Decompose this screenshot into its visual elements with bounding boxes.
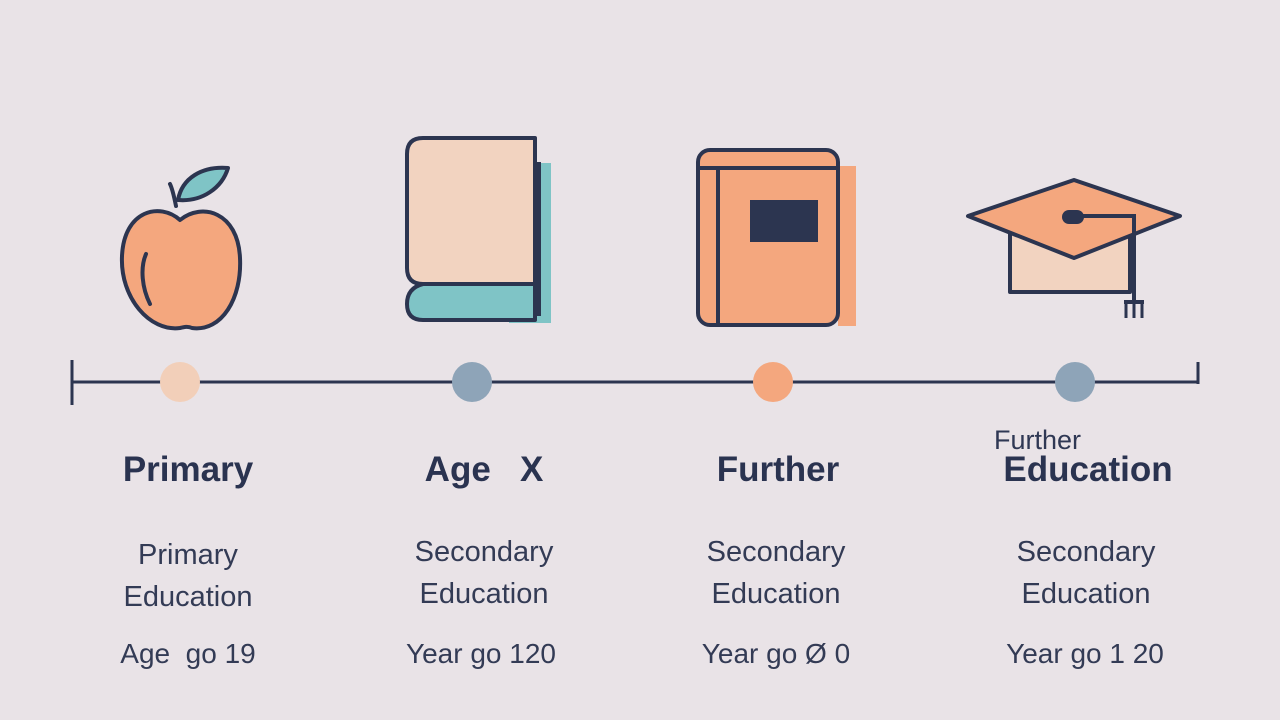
milestone-heading: Primary: [122, 450, 254, 489]
milestone-dot-education: [1055, 362, 1095, 402]
milestone-description: Primary Education: [58, 534, 318, 618]
description-line: Education: [1021, 578, 1151, 610]
milestone-year: Year go 1 20: [1006, 638, 1164, 669]
graduation-cap-icon: [966, 178, 1182, 318]
milestone-dot-secondary: [452, 362, 492, 402]
milestone-heading: Education: [1003, 450, 1173, 489]
milestone-year: Age go 19: [120, 638, 256, 669]
title-fragment: ’: [590, 0, 610, 6]
description-line: Primary: [138, 539, 238, 571]
milestone-heading: Further: [716, 450, 840, 489]
description-line: Education: [419, 578, 549, 610]
milestone-description: Secondary Education: [354, 531, 614, 615]
milestone-description: Secondary Education: [646, 531, 906, 615]
binder-icon: [696, 148, 856, 327]
milestone-description: Secondary Education: [956, 531, 1216, 615]
apple-icon: [119, 165, 243, 331]
description-line: Secondary: [1016, 536, 1156, 568]
description-line: Secondary: [414, 536, 554, 568]
description-line: Education: [123, 581, 253, 613]
milestone-dot-further: [753, 362, 793, 402]
milestone-year: Year go 120: [406, 638, 556, 669]
milestone-heading: Age X: [424, 450, 544, 489]
milestone-dot-primary: [160, 362, 200, 402]
book-icon: [405, 136, 551, 323]
description-line: Secondary: [706, 536, 846, 568]
milestone-subheading: Further: [994, 425, 1082, 455]
description-line: Education: [711, 578, 841, 610]
milestone-year: Year go Ø 0: [701, 638, 851, 669]
